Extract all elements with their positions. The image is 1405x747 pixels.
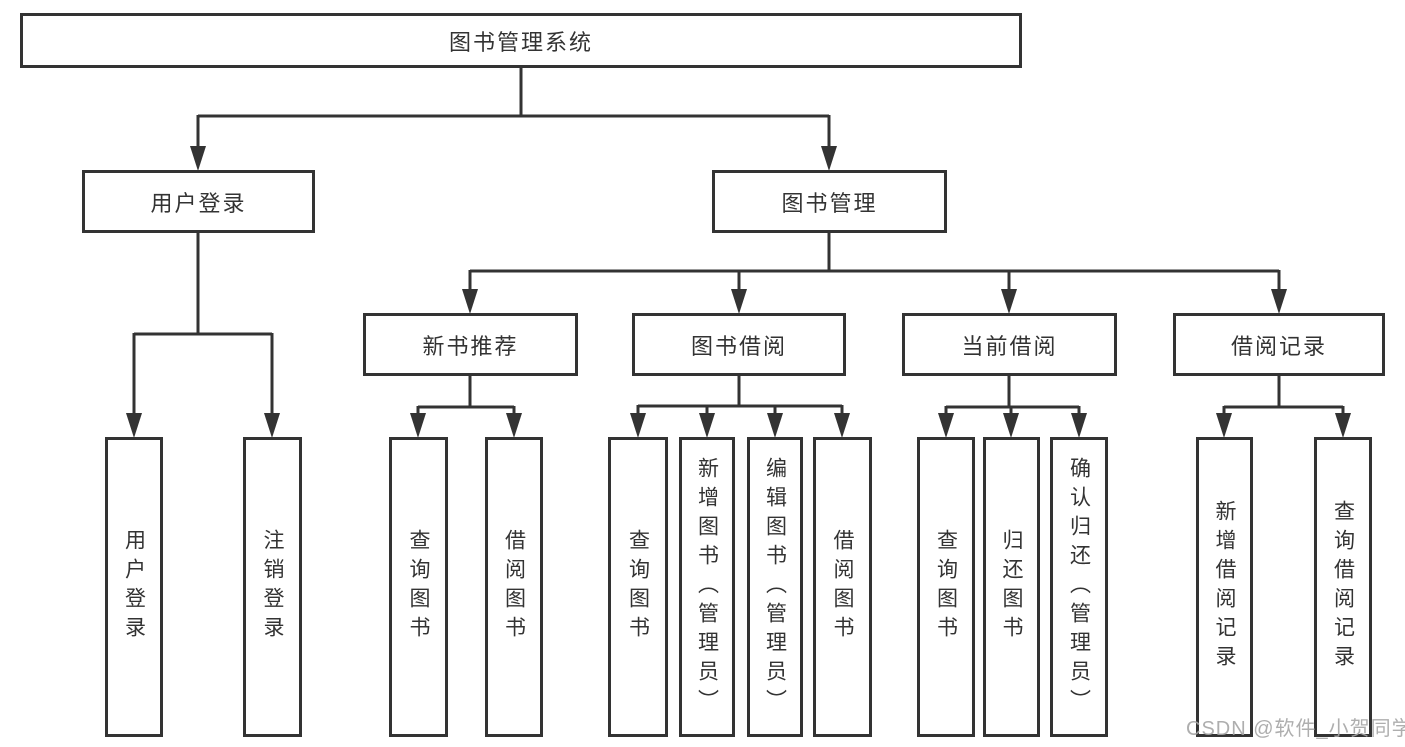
leaf-query-books-borrowing: 查询图书: [608, 437, 668, 737]
leaf-edit-books-admin: 编辑图书（管理员）: [747, 437, 803, 737]
node-label: 用户登录: [122, 529, 146, 645]
node-book-borrowing: 图书借阅: [632, 313, 846, 376]
node-label: 借阅记录: [1230, 333, 1327, 359]
node-label: 新增借阅记录: [1213, 500, 1236, 674]
node-label: 新书推荐: [422, 333, 519, 359]
node-library-management-system: 图书管理系统: [20, 13, 1022, 68]
node-label: 图书管理: [781, 190, 878, 216]
leaf-query-borrow-record: 查询借阅记录: [1314, 437, 1372, 737]
node-label: 查询图书: [626, 529, 650, 645]
node-label: 新增图书（管理员）: [695, 456, 719, 718]
node-label: 当前借阅: [961, 333, 1058, 359]
leaf-borrow-books-recommend: 借阅图书: [485, 437, 543, 737]
node-label: 图书借阅: [690, 333, 787, 359]
csdn-watermark: CSDN @软件_小贺同学: [1186, 718, 1405, 740]
leaf-add-books-admin: 新增图书（管理员）: [679, 437, 735, 737]
leaf-query-books-recommend: 查询图书: [389, 437, 448, 737]
node-user-login: 用户登录: [82, 170, 315, 233]
node-current-borrowing: 当前借阅: [902, 313, 1117, 376]
node-label: 查询借阅记录: [1331, 500, 1355, 674]
node-label: 确认归还（管理员）: [1067, 456, 1091, 718]
leaf-query-books-current: 查询图书: [917, 437, 975, 737]
node-label: 归还图书: [1000, 529, 1023, 645]
leaf-confirm-return-admin: 确认归还（管理员）: [1050, 437, 1108, 737]
leaf-borrow-books: 借阅图书: [813, 437, 872, 737]
node-label: 借阅图书: [831, 529, 854, 645]
node-label: 编辑图书（管理员）: [763, 456, 787, 718]
leaf-logout: 注销登录: [243, 437, 302, 737]
node-label: 图书管理系统: [448, 29, 593, 55]
node-new-book-recommendation: 新书推荐: [363, 313, 578, 376]
node-borrowing-records: 借阅记录: [1173, 313, 1385, 376]
node-book-management: 图书管理: [712, 170, 947, 233]
node-label: 用户登录: [150, 190, 247, 216]
leaf-return-books: 归还图书: [983, 437, 1040, 737]
node-label: 查询图书: [407, 529, 430, 645]
node-label: 注销登录: [261, 529, 284, 645]
node-label: 查询图书: [934, 529, 958, 645]
node-label: 借阅图书: [502, 529, 526, 645]
leaf-user-login: 用户登录: [105, 437, 163, 737]
leaf-add-borrow-record: 新增借阅记录: [1196, 437, 1253, 737]
